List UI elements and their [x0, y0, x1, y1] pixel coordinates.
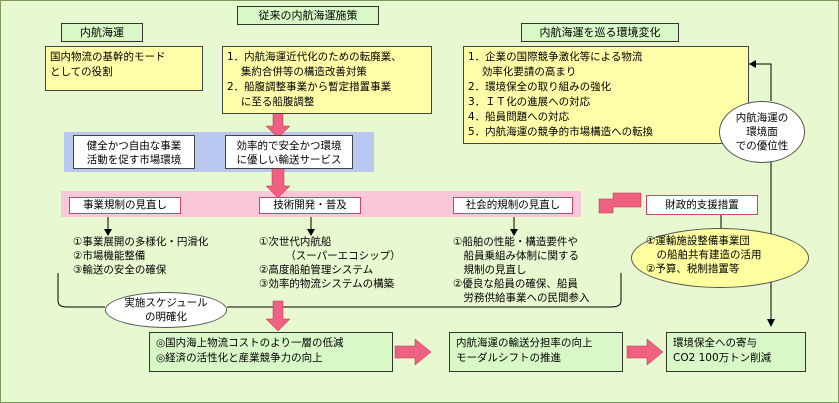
review-business-item: ③輸送の安全の確保 — [73, 264, 167, 276]
kankyou-item: 効率化要請の高まり — [468, 66, 577, 78]
naikou-line: 国内物流の基幹的モード — [50, 51, 166, 63]
outcome-cost-line: ◎国内海上物流コストのより一層の低減 — [156, 337, 344, 349]
kankyou-item: 3．ＩＴ化の進展への対応 — [468, 96, 591, 108]
juurai-item: に至る船腹調整 — [227, 96, 315, 108]
schedule-oval: 実施スケジュール の明確化 — [105, 292, 227, 328]
goal-service-line: に優しい輸送サービス — [236, 154, 342, 166]
bracket-right — [227, 273, 622, 308]
support-oval: ①運輸施設整備事業団 の船舶共有建造の活用 ②予算、税制措置等 — [631, 228, 809, 288]
review-business-list: ①事業展開の多様化・円滑化 ②市場機能整備 ③輸送の安全の確保 — [73, 235, 208, 277]
support-item: の船舶共有建造の活用 — [646, 249, 762, 261]
review-tech-list: ①次世代内航船 （スーパーエコシップ） ②高度船舶管理システム ③効率的物流シス… — [259, 235, 401, 291]
advantage-line: 環境面 — [746, 126, 778, 138]
kankyou-item: 2．環境保全の取り組みの強化 — [468, 81, 612, 93]
review-business-item: ①事業展開の多様化・円滑化 — [73, 236, 209, 248]
naikou-role-box: 国内物流の基幹的モード としての役割 — [45, 46, 203, 91]
outcome-env-line: CO2 100万トン削減 — [673, 352, 772, 364]
review-tech-header: 技術開発・普及 — [259, 197, 361, 214]
arrowhead-social — [510, 229, 518, 236]
kankyou-box: 1．企業の国際競争激化等による物流 効率化要請の高まり 2．環境保全の取り組みの… — [463, 46, 749, 144]
support-header: 財政的支援措置 — [646, 195, 758, 215]
outcome-modal-box: 内航海運の輸送分担率の向上 モーダルシフトの推進 — [449, 332, 623, 372]
bracket-left — [57, 273, 105, 308]
naikou-header: 内航海運 — [61, 23, 143, 42]
juurai-item: 集約合併等の構造改善対策 — [227, 66, 367, 78]
review-tech-item: ①次世代内航船 — [259, 236, 332, 248]
outcome-cost-box: ◎国内海上物流コストのより一層の低減 ◎経済の活性化と産業競争力の向上 — [149, 332, 393, 372]
review-social-item: 規制の見直し — [453, 264, 527, 276]
review-social-item: ②優良な船員の確保、船員 — [453, 278, 578, 290]
juurai-box: 1．内航海運近代化のための転廃業、 集約合併等の構造改善対策 2．船腹調整事業か… — [222, 46, 432, 114]
review-tech-item: ③効率的物流システムの構築 — [259, 278, 395, 290]
goal-service-line: 効率的で安全かつ環境 — [236, 140, 342, 152]
review-social-header: 社会的規制の見直し — [453, 197, 573, 214]
arrow-modal-env — [626, 338, 664, 366]
arrow-cost-modal — [394, 338, 432, 366]
juurai-item: 1．内航海運近代化のための転廃業、 — [227, 51, 402, 63]
arrow-support-left — [598, 192, 642, 214]
outcome-cost-line: ◎経済の活性化と産業競争力の向上 — [156, 352, 323, 364]
arrowhead-business — [104, 229, 112, 236]
kankyou-item: 5．内航海運の競争的市場構造への転換 — [468, 126, 654, 138]
review-business-header: 事業規制の見直し — [69, 197, 181, 214]
kankyou-item: 1．企業の国際競争激化等による物流 — [468, 51, 643, 63]
outcome-modal-line: モーダルシフトの推進 — [456, 352, 561, 364]
review-tech-item: （スーパーエコシップ） — [259, 250, 401, 262]
advantage-line: での優位性 — [735, 140, 789, 152]
outcome-env-box: 環境保全への寄与 CO2 100万トン削減 — [666, 332, 806, 372]
arrow-review-down — [265, 300, 291, 332]
arrow-goal-down — [265, 167, 291, 199]
support-item: ②予算、税制措置等 — [646, 263, 740, 275]
naikou-line: としての役割 — [50, 66, 113, 78]
review-business-item: ②市場機能整備 — [73, 250, 146, 262]
juurai-header: 従来の内航海運施策 — [237, 6, 379, 25]
kankyou-header: 内航海運を巡る環境変化 — [521, 23, 679, 42]
arrowhead-advantage-outcome — [767, 319, 775, 327]
kankyou-item: 4．船員問題への対応 — [468, 111, 570, 123]
outcome-modal-line: 内航海運の輸送分担率の向上 — [456, 337, 593, 349]
connector-env-advantage — [749, 63, 772, 101]
goal-market-line: 健全かつ自由な事業 — [86, 140, 182, 152]
advantage-line: 内航海運の — [735, 112, 789, 124]
support-item: ①運輸施設整備事業団 — [646, 235, 750, 247]
juurai-item: 2．船腹調整事業から暫定措置事業 — [227, 81, 392, 93]
arrowhead-env-advantage — [749, 60, 756, 68]
review-social-item: 労務供給事業への民間参入 — [453, 292, 590, 304]
schedule-line: 実施スケジュール — [124, 297, 208, 309]
review-social-item: 船員乗組み体制に関する — [453, 250, 579, 262]
advantage-oval: 内航海運の 環境面 での優位性 — [719, 101, 805, 163]
review-social-item: ①船舶の性能・構造要件や — [453, 236, 578, 248]
review-tech-item: ②高度船舶管理システム — [259, 264, 374, 276]
outcome-env-line: 環境保全への寄与 — [673, 337, 757, 349]
schedule-line: の明確化 — [145, 311, 187, 323]
goal-service: 効率的で安全かつ環境 に優しい輸送サービス — [225, 135, 353, 169]
goal-market: 健全かつ自由な事業 活動を促す市場環境 — [73, 135, 195, 169]
review-social-list: ①船舶の性能・構造要件や 船員乗組み体制に関する 規制の見直し ②優良な船員の確… — [453, 235, 590, 305]
arrowhead-tech — [307, 229, 315, 236]
goal-market-line: 活動を促す市場環境 — [86, 154, 182, 166]
